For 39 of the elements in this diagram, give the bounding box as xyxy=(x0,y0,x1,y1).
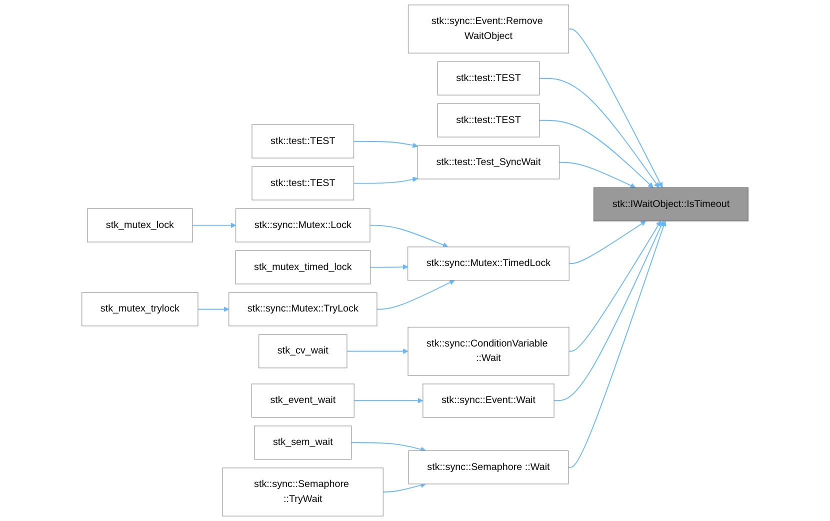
function-box: stk::IWaitObject::IsTimeout xyxy=(594,187,748,222)
arrow xyxy=(538,120,654,188)
function-box: stk::sync::Mutex::Lock xyxy=(236,208,370,242)
function-box: stk::sync::Event::Remove WaitObject xyxy=(408,4,570,54)
function-box: stk::test::TEST xyxy=(437,103,540,138)
arrow xyxy=(346,348,408,354)
arrow xyxy=(382,482,426,492)
function-box: stk_mutex_lock xyxy=(87,208,193,242)
arrow xyxy=(354,398,424,404)
function-box: stk::sync::ConditionVariable ::Wait xyxy=(408,326,570,376)
function-box: stk::sync::Semaphore ::Wait xyxy=(408,450,569,484)
function-box: stk::test::TEST xyxy=(252,166,354,200)
function-box: stk_event_wait xyxy=(251,384,354,418)
function-box: stk_cv_wait xyxy=(258,334,348,368)
function-box: stk_sem_wait xyxy=(254,426,352,460)
arrow xyxy=(370,264,408,270)
arrow xyxy=(568,220,662,352)
arrow xyxy=(538,78,660,188)
function-box: stk::sync::Mutex::TryLock xyxy=(228,292,378,326)
arrow xyxy=(353,140,418,148)
function-box: stk::test::TEST xyxy=(437,61,540,96)
arrow xyxy=(353,176,418,184)
function-box: stk::test::TEST xyxy=(252,124,354,158)
function-box: stk_mutex_trylock xyxy=(82,292,198,326)
function-box: stk_mutex_timed_lock xyxy=(235,250,371,284)
arrow xyxy=(192,222,236,228)
arrow xyxy=(370,224,448,248)
arrow xyxy=(350,442,426,452)
arrow xyxy=(558,162,636,188)
arrow xyxy=(376,280,455,310)
function-box: stk::sync::Event::Wait xyxy=(422,384,554,418)
arrow xyxy=(554,220,664,402)
function-box: stk::sync::Semaphore ::TryWait xyxy=(222,468,384,516)
arrow xyxy=(568,220,646,264)
function-box: stk::sync::Mutex::TimedLock xyxy=(408,246,570,281)
arrow xyxy=(198,306,230,312)
function-box: stk::test::Test_SyncWait xyxy=(417,145,560,180)
arrow xyxy=(568,28,663,188)
arrow xyxy=(568,220,666,468)
